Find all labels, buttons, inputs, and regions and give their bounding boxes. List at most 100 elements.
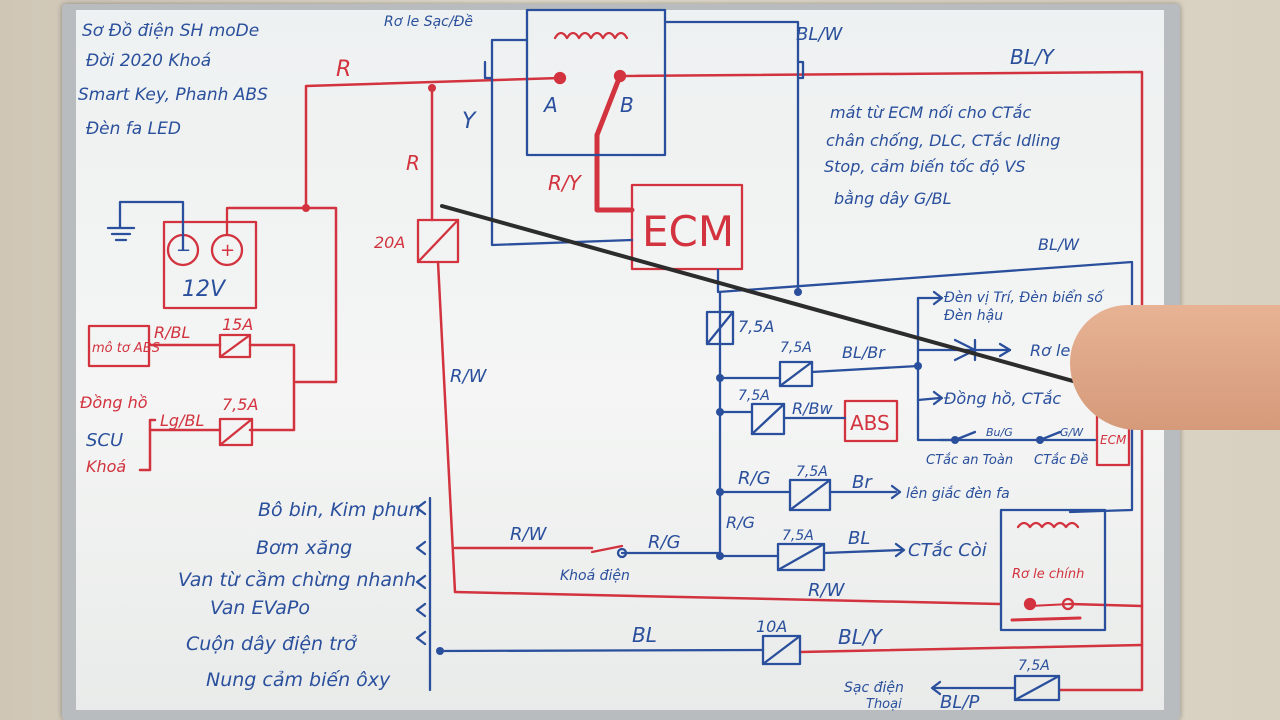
fuse-7-5a-b: [705, 310, 735, 346]
ctac-an-toan-label: CTắc an Toàn: [926, 453, 1013, 468]
ecm-small-label: ECM: [1100, 433, 1127, 447]
relay-chinh-label: Rơ le chính: [1012, 567, 1084, 582]
label-R-BL: R/BL: [154, 323, 190, 342]
label-Lg-BL: Lg/BL: [160, 411, 204, 430]
fuse-15a: [218, 333, 252, 359]
label-BL-W-top: BL/W: [796, 24, 843, 45]
dongho-label: Đồng hồ: [80, 393, 148, 412]
relay-sac-de-box: [525, 8, 667, 157]
label-R-G-c: R/G: [648, 532, 681, 553]
wire-R-W-bottom: [453, 590, 1002, 606]
label-BL-Y-bottom: BL/Y: [838, 625, 884, 649]
load-cuon-day: Cuộn dây điện trở: [186, 633, 357, 655]
label-fuse-7-5a-e: 7,5A: [796, 464, 828, 480]
presenter-hand: [1070, 305, 1280, 430]
note-line-4: bằng dây G/BL: [834, 189, 952, 208]
label-fuse-7-5a-f: 7,5A: [782, 528, 814, 544]
label-R-W-mid: R/W: [510, 524, 548, 545]
battery-label: 12V: [182, 277, 227, 302]
title-line-1: Sơ Đồ điện SH moDe: [82, 20, 259, 41]
label-R-G-b: R/G: [726, 513, 755, 532]
wire-BL-bottom: [438, 648, 765, 653]
ecm-box-outline: [630, 183, 744, 271]
label-BL-Y-top: BL/Y: [1010, 45, 1056, 69]
ctac-coi-label: CTắc Còi: [908, 540, 987, 561]
khoa-dien-label: Khoá điện: [560, 568, 630, 584]
label-B: B: [620, 93, 634, 117]
fuse-7-5a-c: [778, 360, 814, 388]
fuse-7-5a-e: [788, 478, 832, 512]
ecm-label: ECM: [642, 207, 734, 256]
label-fuse-15a: 15A: [222, 315, 253, 334]
label-fuse-20a: 20A: [374, 233, 405, 252]
note-line-1: mát từ ECM nối cho CTắc: [830, 103, 1031, 122]
wire-scu: [138, 418, 157, 472]
label-A: A: [542, 93, 558, 117]
thoai-label: Thoại: [866, 697, 902, 712]
scu-label: SCU: [86, 430, 123, 451]
wire-BL-W-mid: [716, 260, 1134, 514]
title-line-4: Đèn fa LED: [86, 119, 181, 139]
relay-chinh-box: [999, 508, 1107, 632]
fuse-7-5a-f: [776, 542, 826, 572]
label-fuse-7-5a-b: 7,5A: [738, 317, 774, 336]
title-line-2: Đời 2020 Khoá: [86, 51, 211, 71]
abs-box: [843, 399, 899, 443]
abs-label: ABS: [850, 411, 890, 435]
label-BL-right: BL: [848, 528, 870, 549]
label-Y: Y: [462, 109, 477, 134]
battery-minus: −: [176, 240, 191, 261]
wire-battery-to-fuses: [294, 206, 338, 384]
label-fuse-7-5a-a: 7,5A: [222, 395, 258, 414]
load-van-tu: Van từ cầm chừng nhanh: [178, 569, 416, 591]
label-R-top: R: [336, 57, 351, 82]
len-giac-label: lên giắc đèn fa: [906, 485, 1010, 502]
label-R-W-bot: R/W: [808, 580, 846, 601]
label-BL-P: BL/P: [940, 692, 979, 713]
label-R-W-left: R/W: [450, 366, 488, 387]
wire-R-Y-ecm: [594, 132, 635, 213]
label-fuse-10a: 10A: [756, 617, 787, 636]
sac-dien-label: Sạc điện: [844, 680, 904, 696]
label-Bu-G: Bu/G: [986, 426, 1013, 439]
whiteboard: [76, 10, 1164, 710]
ctac-de-label: CTắc Đề: [1034, 453, 1088, 468]
note-line-2: chân chống, DLC, CTắc Idling: [826, 131, 1060, 150]
battery-box: [162, 220, 258, 310]
label-BL-Br: BL/Br: [842, 343, 886, 362]
label-G-W: G/W: [1060, 426, 1084, 439]
label-fuse-7-5a-c: 7,5A: [780, 340, 812, 356]
wire-BL-Br: [810, 364, 920, 374]
title-line-3: Smart Key, Phanh ABS: [78, 85, 268, 105]
wire-R-W: [436, 260, 457, 594]
wire-relay-to-ecm: [490, 38, 634, 247]
label-BL-W-mid: BL/W: [1038, 235, 1080, 254]
load-bobin: Bô bin, Kim phun: [258, 499, 421, 521]
label-fuse-7-5a-g: 7,5A: [1018, 658, 1050, 674]
wire-fuse15: [248, 343, 296, 432]
label-Br: Br: [852, 472, 873, 493]
fuse-7-5a-a: [218, 417, 254, 447]
battery-plus: +: [220, 240, 235, 261]
load-nung-cam-bien: Nung cảm biến ôxy: [206, 669, 391, 691]
load-bom-xang: Bơm xăng: [256, 537, 352, 559]
den-vi-tri-label: Đèn vị Trí, Đèn biển số: [944, 289, 1105, 306]
wire-ground: [118, 200, 185, 252]
label-R-mid: R: [406, 151, 420, 175]
abs-motor-label: mô tơ ABS: [92, 341, 160, 356]
relay-sac-de-label: Rơ le Sạc/Đề: [384, 13, 473, 30]
label-R-G-a: R/G: [738, 468, 771, 489]
note-line-3: Stop, cảm biến tốc độ VS: [824, 157, 1026, 176]
fuse-20a: [416, 218, 460, 264]
label-fuse-7-5a-d: 7,5A: [738, 388, 770, 404]
load-van-evapo: Van EVaPo: [210, 597, 310, 619]
fuse-10a: [761, 634, 802, 666]
den-hau-label: Đèn hậu: [944, 308, 1003, 324]
wire-BL-Y-bottom: [798, 643, 1144, 654]
wire-BL-W-top: [663, 20, 800, 294]
label-R-Y: R/Y: [548, 171, 583, 195]
khoa-label: Khoá: [86, 457, 126, 476]
label-R-Bw: R/Bw: [792, 399, 833, 418]
dong-ho-ctac-label: Đồng hồ, CTắc: [944, 389, 1061, 408]
